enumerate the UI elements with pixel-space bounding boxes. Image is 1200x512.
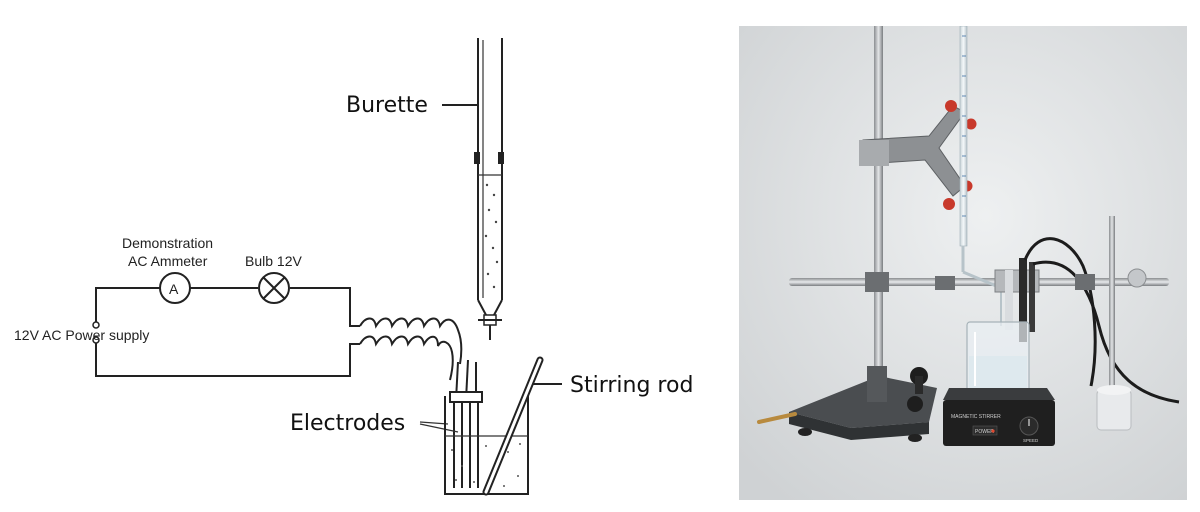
ac-ammeter-label: AC Ammeter — [128, 253, 208, 269]
clamp-screw-1 — [945, 100, 957, 112]
stirring-rod-label: Stirring rod — [570, 373, 693, 398]
coiled-leads — [359, 317, 463, 381]
electrode-holder — [994, 237, 1180, 404]
stand-base — [757, 366, 937, 442]
bulb-symbol — [258, 272, 290, 304]
clamp-screw-2 — [965, 118, 977, 130]
stirring-rod — [482, 356, 544, 496]
ammeter-symbol: A — [159, 272, 191, 304]
electrode-black — [1019, 258, 1027, 342]
ammeter-letter: A — [169, 281, 179, 297]
power-supply-label: 12V AC Power supply — [14, 327, 149, 343]
electrodes-leader-2 — [419, 423, 459, 433]
electrode-cable-2 — [1032, 260, 1180, 404]
power-label: POWER — [975, 429, 994, 435]
burette-clamp — [859, 100, 977, 210]
base-knob-bottom — [907, 396, 923, 412]
magnetic-stirrer: MAGNETIC STIRRER POWER SPEED — [943, 388, 1055, 446]
electrodes — [449, 359, 483, 488]
support-stand-right — [1075, 216, 1147, 431]
burette — [474, 38, 504, 340]
power-indicator — [991, 429, 995, 433]
demonstration-label: Demonstration — [122, 235, 213, 251]
stirrer-brand-label: MAGNETIC STIRRER — [951, 414, 1001, 420]
burette-label: Burette — [346, 93, 428, 118]
conductometric-titration-diagram: Burette A Demonstration AC Ammeter Bulb … — [14, 38, 693, 496]
stand-rod — [874, 26, 883, 404]
apparatus-photo: MAGNETIC STIRRER POWER SPEED — [739, 26, 1187, 500]
circuit-wires — [92, 287, 360, 377]
electrodes-label: Electrodes — [290, 411, 405, 436]
electrode-cable-1 — [1023, 237, 1097, 387]
speed-label: SPEED — [1023, 438, 1039, 443]
clamp-screw-4 — [943, 198, 955, 210]
beaker — [966, 321, 1030, 395]
rod-clamp — [865, 272, 889, 292]
power-switch — [972, 425, 998, 436]
bulb-label: Bulb 12V — [245, 253, 302, 269]
electrodes-leader-1 — [419, 421, 449, 425]
